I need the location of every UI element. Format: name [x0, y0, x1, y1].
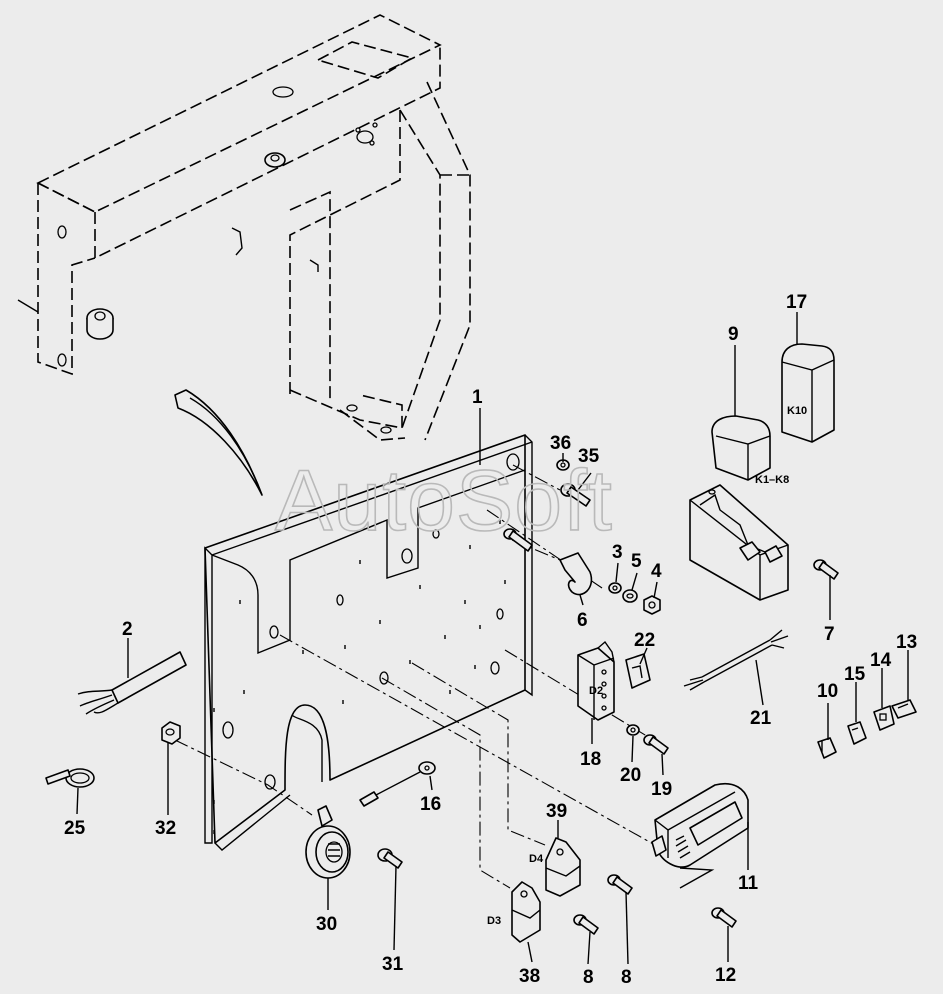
- callout-2: 2: [122, 619, 133, 640]
- callout-14: 14: [870, 650, 892, 671]
- relay-k10: [781, 343, 835, 443]
- nut-32: [161, 721, 181, 745]
- fuse-link: [359, 761, 436, 807]
- nut-4: [643, 595, 661, 615]
- callout-17: 17: [786, 292, 807, 313]
- washer-20: [626, 724, 640, 736]
- label-k10: K10: [787, 405, 807, 417]
- callout-4: 4: [651, 561, 662, 582]
- callout-8b: 8: [621, 967, 632, 988]
- callout-10: 10: [817, 681, 838, 702]
- hose-clamp: [45, 768, 95, 788]
- callout-36: 36: [550, 433, 571, 454]
- screw-19: [643, 734, 669, 755]
- callout-13: 13: [896, 632, 917, 653]
- cable: [77, 651, 187, 715]
- screw-12: [711, 907, 737, 928]
- connector-15: [847, 721, 867, 745]
- callout-22: 22: [634, 630, 655, 651]
- connector-10: [817, 737, 837, 759]
- label-d2: D2: [589, 685, 603, 697]
- callout-38: 38: [519, 966, 540, 987]
- relay-k1-k8: [711, 415, 771, 481]
- clip-22: [625, 653, 651, 689]
- callout-35: 35: [578, 446, 600, 467]
- callout-6: 6: [577, 610, 588, 631]
- callout-25: 25: [64, 818, 86, 839]
- callout-15: 15: [844, 664, 866, 685]
- buzzer: [305, 805, 351, 879]
- callout-1: 1: [472, 387, 483, 408]
- diode-holder-d3: [511, 881, 541, 943]
- washer-36: [556, 459, 570, 471]
- label-d3: D3: [487, 915, 501, 927]
- callout-39: 39: [546, 801, 567, 822]
- callout-32: 32: [155, 818, 176, 839]
- diode-holder-d2: [577, 640, 615, 721]
- relay-base: [689, 484, 789, 601]
- callout-18: 18: [580, 749, 601, 770]
- label-k1-k8: K1–K8: [755, 474, 789, 486]
- screw-8a: [573, 914, 599, 935]
- callout-21: 21: [750, 708, 772, 729]
- cable-clamp-6: [559, 552, 593, 596]
- callout-7: 7: [824, 624, 835, 645]
- watermark-text: AutoSoft: [275, 453, 613, 549]
- callout-19: 19: [651, 779, 672, 800]
- wire-21: [683, 629, 789, 691]
- bolt-long: [503, 528, 533, 552]
- washer-5: [622, 589, 638, 603]
- connector-14: [873, 705, 895, 731]
- callout-12: 12: [715, 965, 736, 986]
- diode-holder-d4: [545, 837, 581, 897]
- callout-16: 16: [420, 794, 441, 815]
- mounting-plate: [204, 434, 533, 851]
- callout-8a: 8: [583, 967, 594, 988]
- callout-31: 31: [382, 954, 404, 975]
- callout-30: 30: [316, 914, 337, 935]
- label-d4: D4: [529, 853, 544, 865]
- callout-3: 3: [612, 542, 623, 563]
- connector-13: [891, 699, 917, 719]
- callout-20: 20: [620, 765, 641, 786]
- washer-3: [608, 582, 622, 594]
- callout-11: 11: [738, 873, 759, 894]
- callout-9: 9: [728, 324, 739, 345]
- cable-tie: [174, 389, 263, 496]
- callout-5: 5: [631, 551, 642, 572]
- frame-bracket: [17, 14, 471, 441]
- screw-7: [813, 559, 839, 580]
- leader-lines: [76, 312, 909, 965]
- screw-31: [377, 848, 403, 869]
- screw-8b: [607, 874, 633, 895]
- screw-35: [560, 483, 591, 507]
